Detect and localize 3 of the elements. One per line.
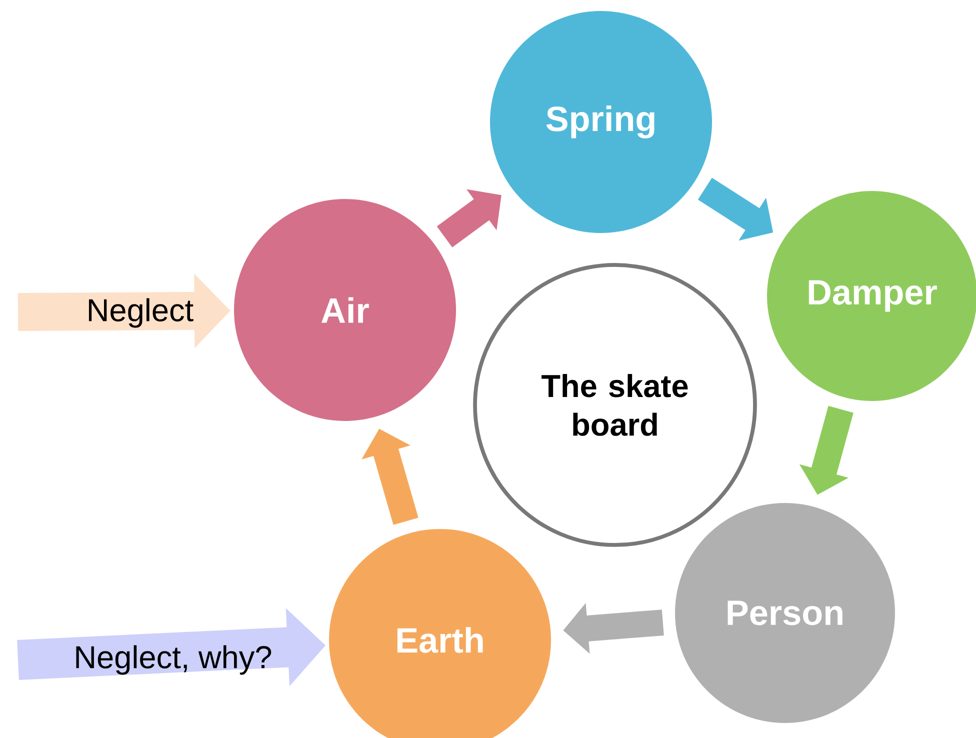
edge-label: Neglect, why?: [76, 645, 272, 675]
edge-label: Neglect: [88, 298, 194, 328]
block-arrow: [436, 189, 502, 248]
